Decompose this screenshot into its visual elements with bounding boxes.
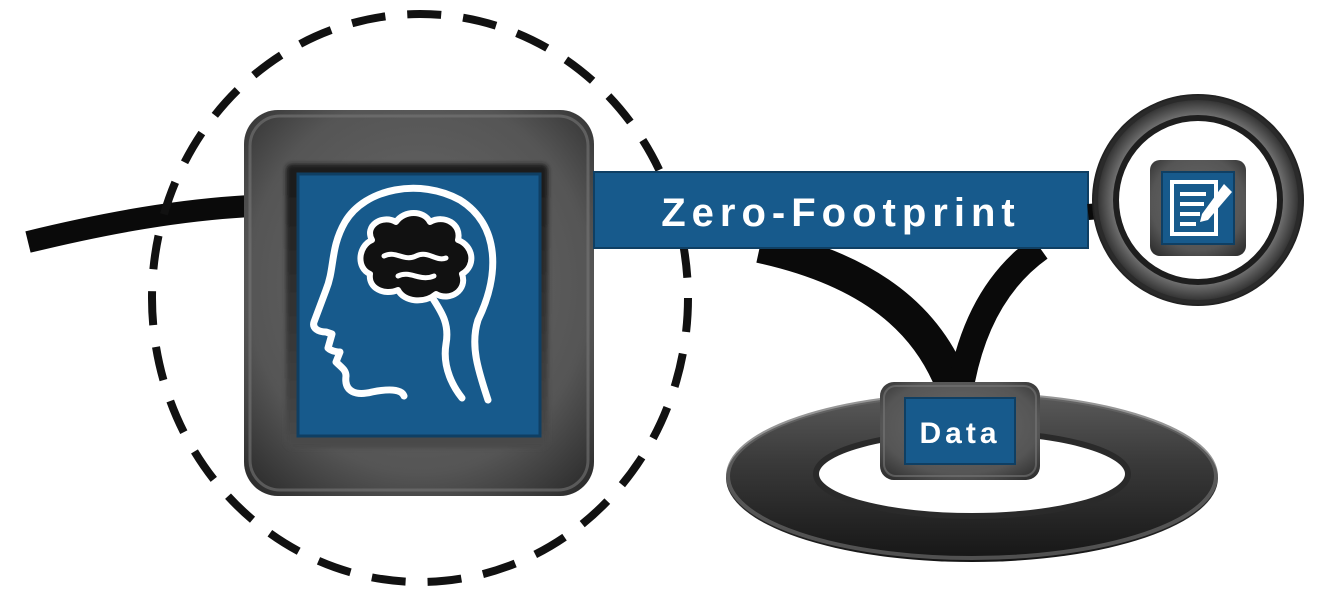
- data-box: Data: [880, 382, 1040, 480]
- brain-head-icon: [310, 184, 497, 404]
- dashed-circle: [148, 10, 692, 586]
- data-cable-right: [947, 237, 1048, 395]
- document-edit-icon: [1170, 180, 1232, 236]
- data-label: Data: [919, 417, 1000, 450]
- left-cable: [25, 195, 251, 253]
- banner-label: Zero-Footprint: [661, 191, 1021, 235]
- zero-footprint-banner: Zero-Footprint: [593, 171, 1089, 249]
- data-cable-left: [756, 229, 972, 398]
- document-box: [1150, 160, 1246, 256]
- brain-panel: [296, 172, 542, 438]
